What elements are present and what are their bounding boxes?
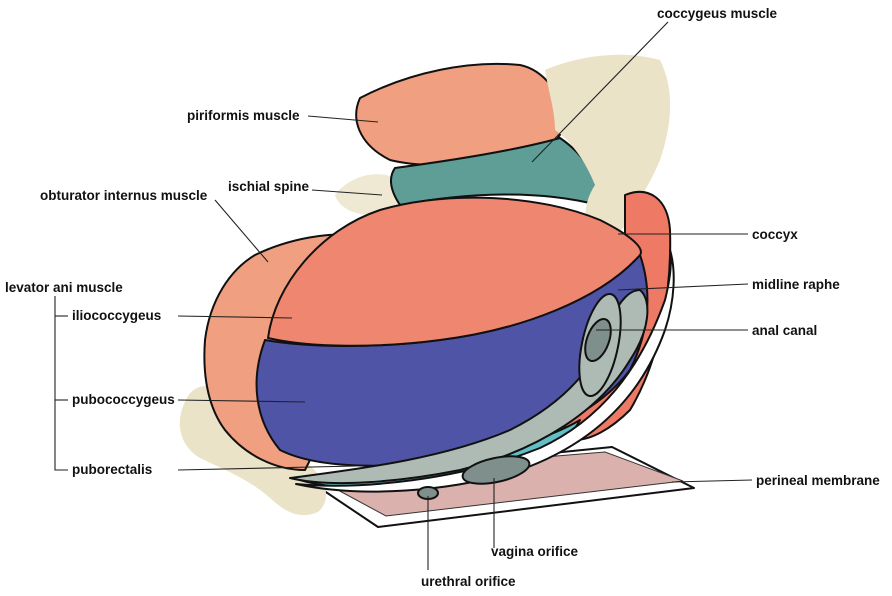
label-levator-ani-muscle: levator ani muscle xyxy=(5,280,123,295)
label-vagina-orifice: vagina orifice xyxy=(491,544,579,559)
label-perineal-membrane: perineal membrane xyxy=(756,473,880,488)
label-pubococcygeus: pubococcygeus xyxy=(72,392,175,407)
label-piriformis-muscle: piriformis muscle xyxy=(187,108,300,123)
label-anal-canal: anal canal xyxy=(752,323,817,338)
label-puborectalis: puborectalis xyxy=(72,462,152,477)
label-coccyx: coccyx xyxy=(752,227,798,242)
label-ischial-spine: ischial spine xyxy=(228,179,310,194)
label-obturator-internus-muscle: obturator internus muscle xyxy=(40,188,208,203)
pelvic-floor-illustration xyxy=(180,55,694,527)
label-coccygeus-muscle: coccygeus muscle xyxy=(657,6,778,21)
label-iliococcygeus: iliococcygeus xyxy=(72,308,161,323)
label-urethral-orifice: urethral orifice xyxy=(421,574,516,589)
label-midline-raphe: midline raphe xyxy=(752,277,840,292)
